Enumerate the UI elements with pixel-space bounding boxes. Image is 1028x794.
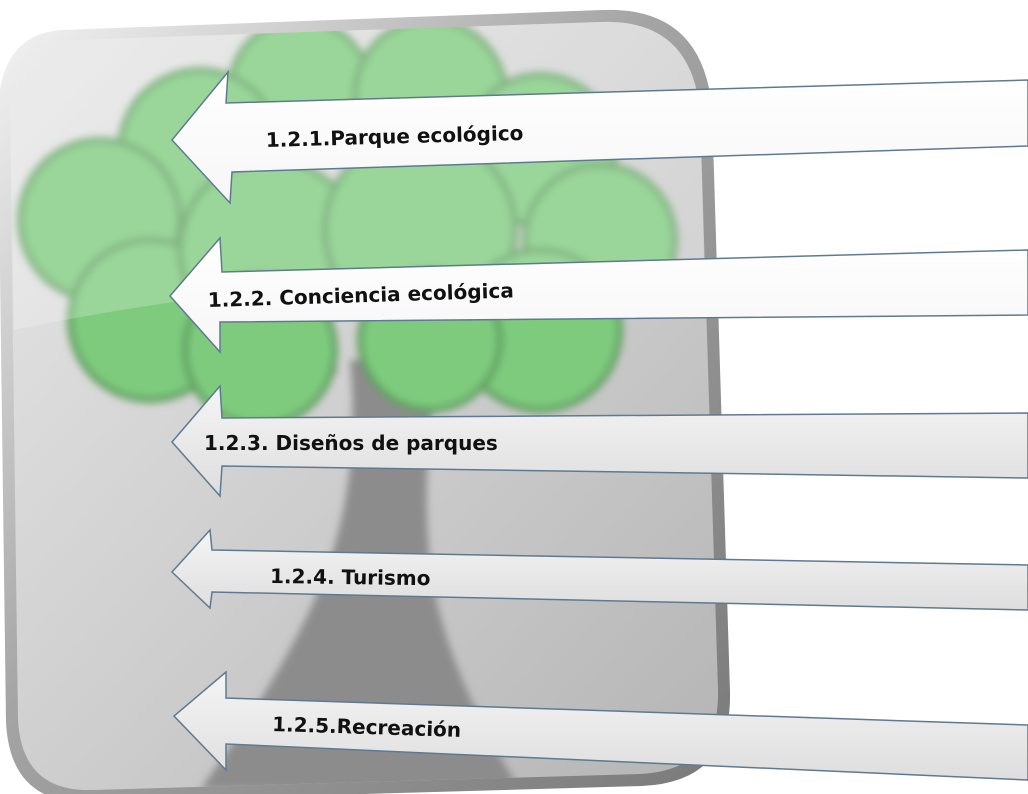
arrow-5-shape <box>172 670 1028 781</box>
arrow-3: 1.2.3. Diseños de parques <box>171 384 1028 498</box>
arrow-3-shape <box>171 384 1028 498</box>
arrow-4: 1.2.4. Turismo <box>170 528 1028 611</box>
arrow-3-label: 1.2.3. Diseños de parques <box>204 431 498 455</box>
arrow-4-shape <box>170 528 1028 611</box>
arrow-5-label: 1.2.5.Recreación <box>272 712 462 742</box>
arrow-5: 1.2.5.Recreación <box>172 670 1028 781</box>
arrow-2-shape <box>169 236 1028 354</box>
arrow-4-label: 1.2.4. Turismo <box>270 564 431 590</box>
arrow-2: 1.2.2. Conciencia ecológica <box>169 236 1028 354</box>
arrow-1: 1.2.1.Parque ecológico <box>171 69 1028 205</box>
arrow-1-shape <box>171 69 1028 205</box>
